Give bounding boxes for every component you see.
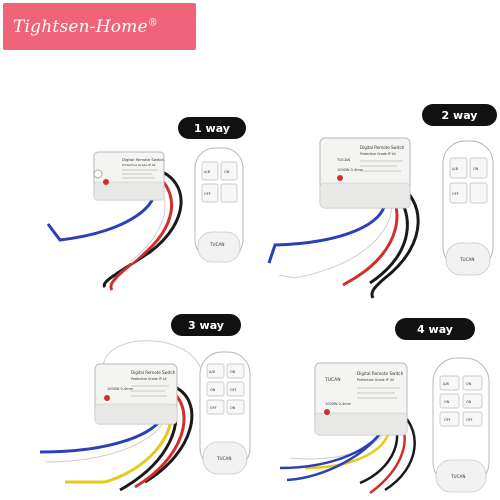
brand-badge: Tightsen-Home® bbox=[3, 3, 196, 50]
product-3-way-illustration: Digital Remote Switch Protective Grade I… bbox=[39, 339, 251, 492]
remote-button-label: ON bbox=[466, 400, 472, 404]
device-subtitle: Protective Grade IP 44 bbox=[357, 378, 394, 382]
brand-name: Tightsen-Home® bbox=[13, 16, 158, 37]
remote-button-label: ON bbox=[444, 400, 450, 404]
remote-button-label: ON bbox=[224, 170, 230, 174]
remote-logo: TUCAN bbox=[209, 242, 225, 247]
label-4-way: 4 way bbox=[395, 318, 475, 340]
device-subtitle: Protective Grade IP 44 bbox=[360, 152, 396, 156]
remote-button-label: ON bbox=[230, 406, 236, 410]
product-4-way-illustration: TUCAN Digital Remote Switch Protective G… bbox=[279, 357, 490, 495]
remote-logo: TUCAN bbox=[459, 257, 475, 262]
product-4-way: 4 way TUCAN Digital Remote Switch Protec… bbox=[275, 318, 500, 495]
device-title: Digital Remote Switch bbox=[357, 371, 404, 376]
remote-button-label: OFF bbox=[204, 192, 211, 196]
remote-button-label: A/B bbox=[209, 370, 215, 374]
device-title: Digital Remote Switch bbox=[122, 157, 165, 162]
device-subtitle: Protective Grade IP 44 bbox=[131, 377, 167, 381]
remote-button-label: ON bbox=[210, 388, 216, 392]
product-2-way-illustration: TUCAN Digital Remote Switch Protective G… bbox=[267, 137, 494, 299]
device-subtitle: Protective Grade IP 44 bbox=[122, 163, 156, 167]
remote-button-label: OFF bbox=[444, 418, 451, 422]
remote-button-label: ON bbox=[230, 370, 236, 374]
remote-button-label: A/B bbox=[452, 167, 459, 171]
remote-logo: TUCAN bbox=[216, 456, 232, 461]
device-title: Digital Remote Switch bbox=[131, 370, 176, 375]
remote-button-label: OFF bbox=[230, 388, 237, 392]
remote-button-label: ON bbox=[466, 382, 472, 386]
product-2-way: 2 way TUCAN Digital Remote Switch Protec… bbox=[265, 103, 500, 299]
remote-button-label: OFF bbox=[452, 192, 459, 196]
product-3-way: 3 way Digital Remote Switch Protective G… bbox=[35, 312, 285, 492]
device-rating: 1000W 0-4mm bbox=[107, 387, 134, 391]
product-1-way: 1 way Digital Remote Switch Protective G… bbox=[40, 112, 290, 291]
device-rating: 1000W 0-4mm bbox=[325, 402, 352, 406]
remote-button-label: OFF bbox=[466, 418, 473, 422]
device-rating: 1000W 0-4mm bbox=[337, 168, 364, 172]
label-3-way: 3 way bbox=[171, 314, 241, 336]
label-1-way: 1 way bbox=[178, 117, 246, 139]
device-logo: TUCAN bbox=[324, 377, 341, 383]
remote-button-label: ON bbox=[473, 167, 479, 171]
remote-button-label: A/B bbox=[204, 170, 211, 174]
remote-button-label: OFF bbox=[210, 406, 217, 410]
product-1-way-illustration: Digital Remote Switch Protective Grade I… bbox=[46, 147, 244, 291]
device-title: Digital Remote Switch bbox=[360, 145, 405, 150]
remote-logo: TUCAN bbox=[450, 474, 466, 479]
label-2-way: 2 way bbox=[422, 104, 497, 126]
device-logo: TUCAN bbox=[336, 157, 350, 162]
remote-button-label: A/B bbox=[443, 382, 449, 386]
